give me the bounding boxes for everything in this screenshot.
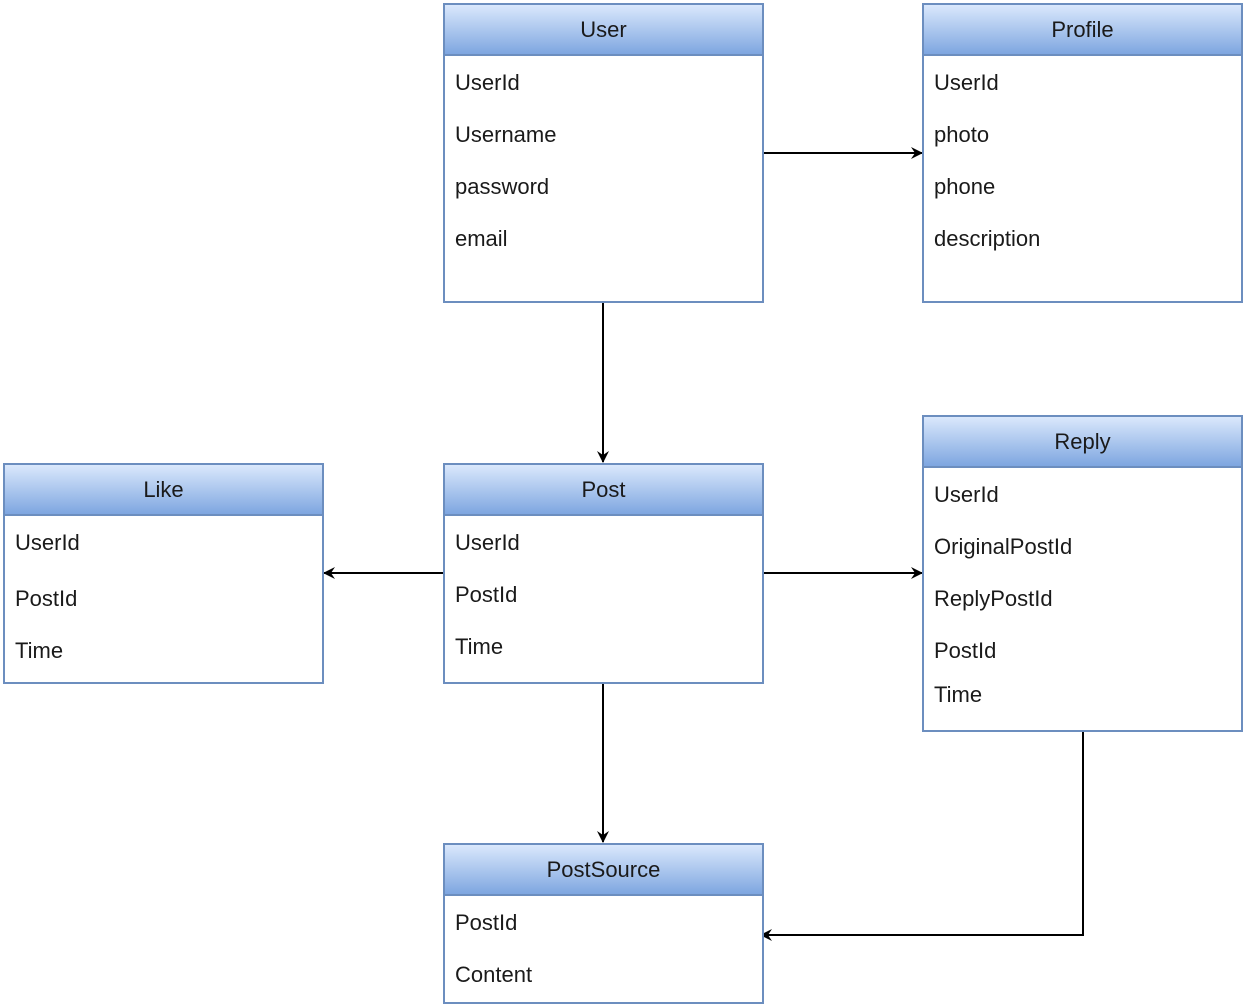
- field-row: Time: [15, 638, 64, 663]
- field-row: Content: [455, 962, 533, 987]
- field-row: UserId: [455, 530, 520, 555]
- entity-profile[interactable]: Profile UserId photo phone description: [922, 3, 1243, 303]
- entity-like[interactable]: Like UserId PostId Time: [3, 463, 324, 684]
- field-row: phone: [934, 174, 996, 199]
- field-row: PostId: [455, 582, 518, 607]
- field-row: PostId: [15, 586, 78, 611]
- field-row: photo: [934, 122, 990, 147]
- field-row: PostId: [934, 638, 997, 663]
- field-row: OriginalPostId: [934, 534, 1073, 559]
- field-row: ReplyPostId: [934, 586, 1053, 611]
- field-row: UserId: [15, 530, 80, 555]
- field-row: Username: [455, 122, 557, 147]
- entity-user[interactable]: User UserId Username password email: [443, 3, 764, 303]
- entity-title: Like: [5, 465, 322, 516]
- field-row: password: [455, 174, 550, 199]
- entity-post[interactable]: Post UserId PostId Time: [443, 463, 764, 684]
- entity-title: Reply: [924, 417, 1241, 468]
- field-row: UserId: [455, 70, 520, 95]
- field-row: PostId: [455, 910, 518, 935]
- entity-postsource[interactable]: PostSource PostId Content: [443, 843, 764, 1004]
- field-row: UserId: [934, 482, 999, 507]
- field-row: Time: [934, 682, 983, 707]
- edge-reply-postsource: [760, 731, 1084, 941]
- field-row: Time: [455, 634, 504, 659]
- entity-title: User: [445, 5, 762, 56]
- entity-title: Post: [445, 465, 762, 516]
- entity-reply[interactable]: Reply UserId OriginalPostId ReplyPostId …: [922, 415, 1243, 732]
- field-row: email: [455, 226, 508, 251]
- entity-title: PostSource: [445, 845, 762, 896]
- entity-title: Profile: [924, 5, 1241, 56]
- field-row: UserId: [934, 70, 999, 95]
- field-row: description: [934, 226, 1041, 251]
